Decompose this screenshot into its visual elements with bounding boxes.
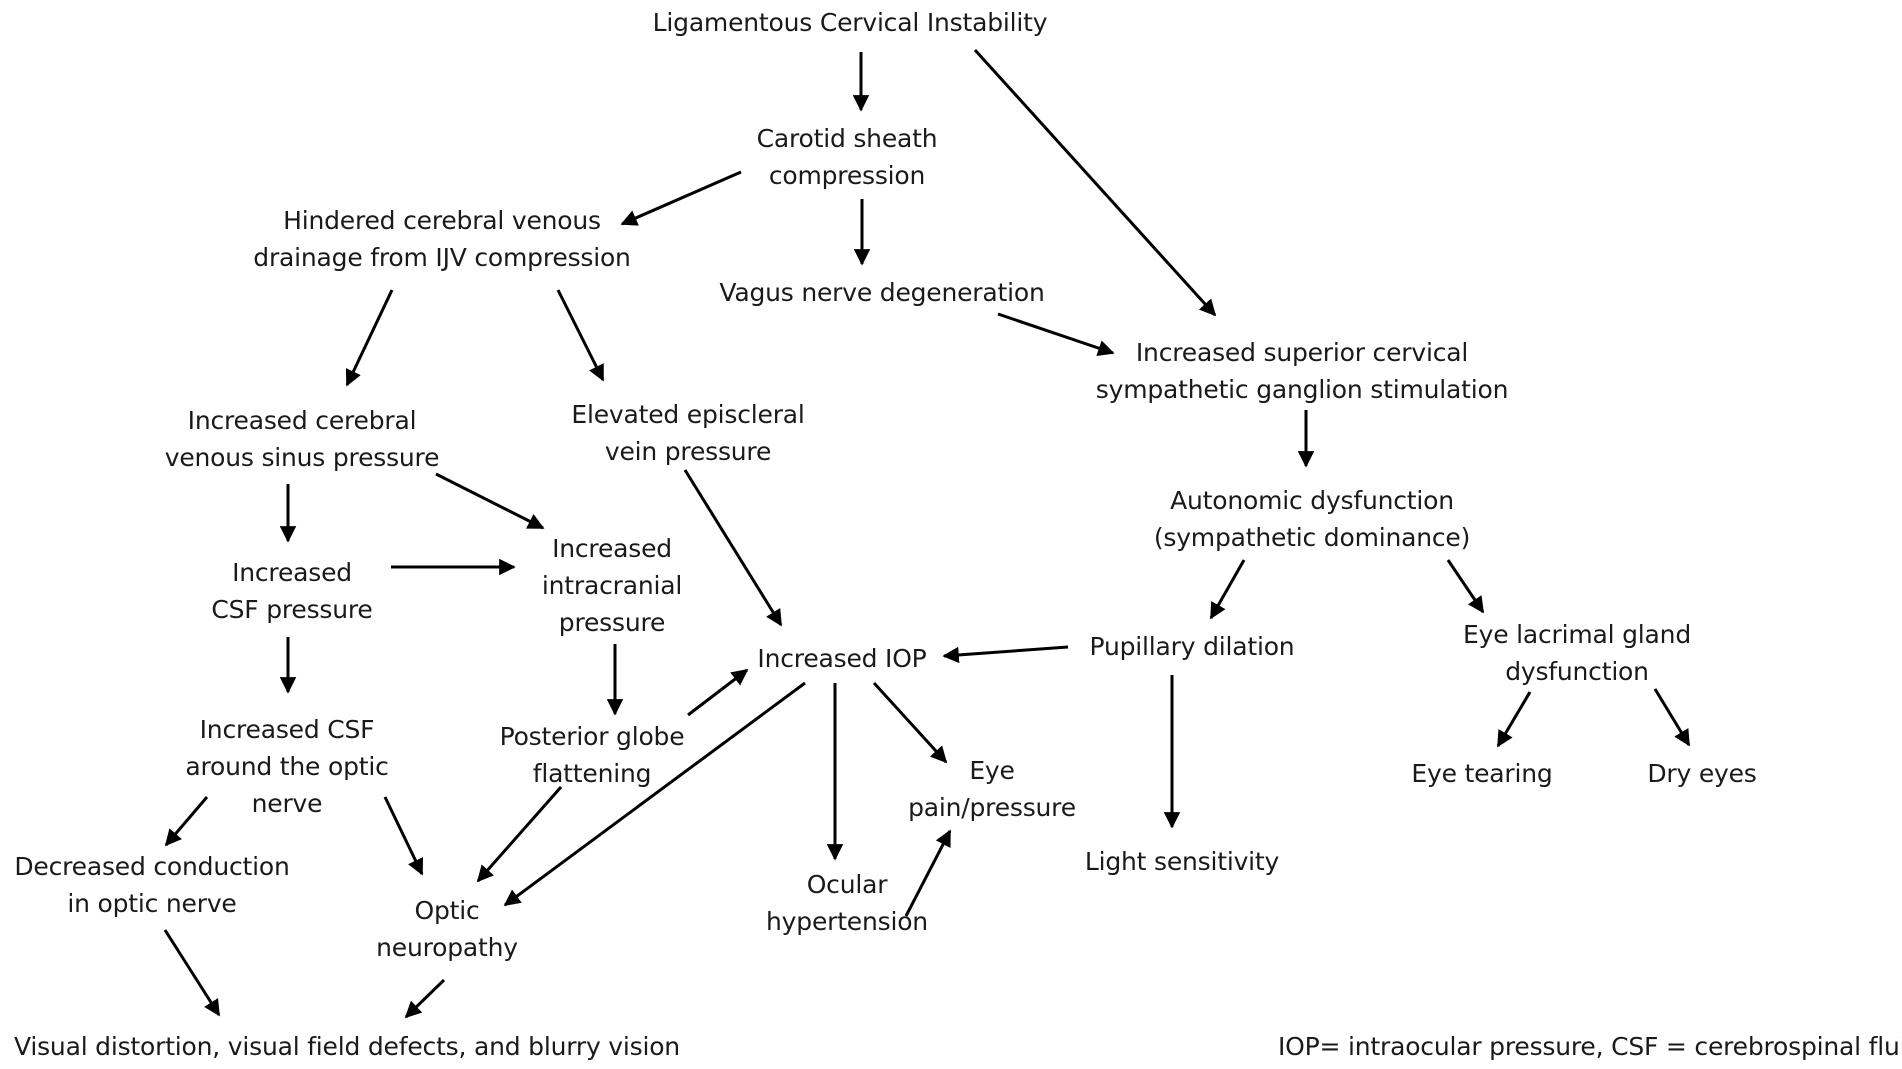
node-autonomic-line1: Autonomic dysfunction (1170, 486, 1454, 515)
node-ocular-line2: hypertension (766, 907, 928, 936)
arrow-iop-neuropathy (503, 681, 806, 907)
node-dry-eyes: Dry eyes (1647, 759, 1757, 788)
node-episcleral-pressure: Elevated episcleral vein pressure (553, 396, 823, 470)
footnote-abbreviations: IOP= intraocular pressure, CSF = cerebro… (1278, 1032, 1902, 1061)
node-posterior-globe-flattening: Posterior globe flattening (477, 718, 707, 792)
node-csfon-line3: nerve (251, 789, 323, 818)
node-vagus-degeneration: Vagus nerve degeneration (719, 278, 1045, 307)
node-ocular-line1: Ocular (806, 870, 888, 899)
node-intracranial-pressure: Increased intracranial pressure (522, 530, 702, 641)
node-csfon-line2: around the optic (185, 752, 389, 781)
arrow-lacrimal-tearing (1496, 691, 1532, 748)
arrow-cvsp-icp (435, 472, 545, 530)
node-carotid-sheath: Carotid sheath compression (687, 120, 1007, 194)
arrow-autonomic-pupil (1209, 559, 1246, 620)
arrow-vagus-scg (997, 312, 1115, 357)
node-csf-pressure: Increased CSF pressure (192, 554, 392, 628)
node-pupillary-dilation: Pupillary dilation (1089, 632, 1295, 661)
arrow-neuropathy-visual (404, 978, 446, 1019)
node-autonomic-dysfunction: Autonomic dysfunction (sympathetic domin… (1137, 482, 1487, 556)
node-csfp-line1: Increased (232, 558, 352, 587)
node-conduction-line2: in optic nerve (67, 889, 237, 918)
node-csfon-line1: Increased CSF (199, 715, 375, 744)
node-visual-distortion: Visual distortion, visual field defects,… (14, 1032, 680, 1061)
arrow-autonomic-lacrimal (1446, 559, 1485, 614)
node-lacrimal-dysfunction: Eye lacrimal gland dysfunction (1442, 616, 1712, 690)
node-episcleral-line1: Elevated episcleral (571, 400, 805, 429)
arrow-carotid-hindered (620, 170, 742, 226)
arrow-csfon-conduction (164, 796, 209, 847)
node-title: Ligamentous Cervical Instability (652, 8, 1048, 37)
node-icp-line3: pressure (558, 608, 666, 637)
node-neuropathy-line1: Optic (414, 896, 480, 925)
arrow-ocular-eyepain (904, 829, 952, 917)
node-scg-stimulation: Increased superior cervical sympathetic … (1077, 334, 1527, 408)
arrow-pgf-iop (687, 668, 749, 717)
arrow-conduction-visual (163, 929, 221, 1017)
arrow-iop-eyepain (872, 681, 948, 764)
arrow-hindered-episcleral (556, 289, 605, 382)
node-light-sensitivity: Light sensitivity (1084, 847, 1280, 876)
node-pgf-line1: Posterior globe (499, 722, 685, 751)
arrow-lacrimal-dry (1653, 688, 1691, 747)
arrow-title-scg (973, 48, 1217, 317)
node-lacrimal-line1: Eye lacrimal gland (1463, 620, 1691, 649)
node-cerebral-venous-sinus-pressure: Increased cerebral venous sinus pressure (137, 402, 467, 476)
node-eyepain-line1: Eye (969, 756, 1015, 785)
node-lacrimal-line2: dysfunction (1505, 657, 1649, 686)
node-carotid-sheath-line2: compression (768, 161, 926, 190)
node-neuropathy-line2: neuropathy (376, 933, 518, 962)
node-carotid-sheath-line1: Carotid sheath (756, 124, 938, 153)
arrow-hindered-cvsp (345, 289, 394, 387)
node-eye-tearing: Eye tearing (1411, 759, 1553, 788)
node-icp-line1: Increased (552, 534, 672, 563)
node-csf-optic-nerve: Increased CSF around the optic nerve (167, 711, 407, 822)
node-eyepain-line2: pain/pressure (908, 793, 1076, 822)
node-cvsp-line2: venous sinus pressure (164, 443, 440, 472)
node-autonomic-line2: (sympathetic dominance) (1153, 523, 1471, 552)
node-eye-pain: Eye pain/pressure (887, 752, 1097, 826)
node-hindered-drainage: Hindered cerebral venous drainage from I… (227, 202, 657, 276)
node-csfp-line2: CSF pressure (211, 595, 373, 624)
node-decreased-conduction: Decreased conduction in optic nerve (7, 848, 297, 922)
node-increased-iop: Increased IOP (757, 644, 927, 673)
arrow-pupil-iop (942, 645, 1069, 664)
arrow-pgf-neuropathy (476, 786, 563, 883)
node-pgf-line2: flattening (532, 759, 652, 788)
node-optic-neuropathy: Optic neuropathy (362, 892, 532, 966)
node-hindered-line1: Hindered cerebral venous (283, 206, 601, 235)
node-scg-line1: Increased superior cervical (1135, 338, 1469, 367)
node-hindered-line2: drainage from IJV compression (253, 243, 631, 272)
arrow-csfon-neuropathy (383, 796, 424, 876)
node-scg-line2: sympathetic ganglion stimulation (1095, 375, 1509, 404)
node-conduction-line1: Decreased conduction (14, 852, 290, 881)
node-ocular-hypertension: Ocular hypertension (752, 866, 942, 940)
node-icp-line2: intracranial (541, 571, 683, 600)
arrow-episcleral-iop (683, 469, 783, 627)
node-episcleral-line2: vein pressure (604, 437, 772, 466)
node-cvsp-line1: Increased cerebral (187, 406, 417, 435)
